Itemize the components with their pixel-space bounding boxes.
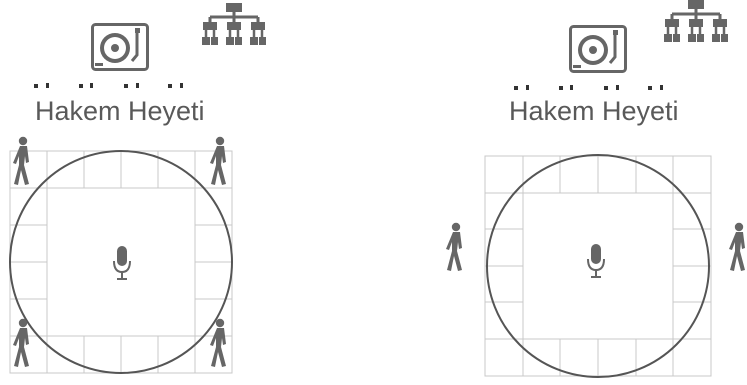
right-board-grid — [484, 155, 712, 377]
walking-person-icon — [446, 222, 462, 271]
walking-person-icon — [13, 136, 29, 185]
panel-left — [9, 3, 266, 374]
left-ring-circle — [9, 150, 233, 374]
walking-person-icon — [210, 136, 226, 185]
panel-left-label: Hakem Heyeti — [35, 96, 205, 126]
org-chart-icon — [664, 0, 728, 44]
microphone-icon — [113, 246, 131, 280]
walking-person-icon — [729, 222, 745, 271]
panel-right — [446, 0, 745, 378]
org-chart-icon — [202, 3, 266, 47]
walking-person-icon — [13, 318, 29, 367]
microphone-icon — [587, 244, 605, 278]
turntable-icon — [91, 23, 149, 71]
turntable-icon — [569, 25, 627, 73]
clipped-text-fragment — [34, 83, 183, 88]
panel-right-label: Hakem Heyeti — [509, 96, 679, 126]
clipped-text-fragment — [514, 85, 663, 90]
right-ring-circle — [486, 154, 710, 378]
